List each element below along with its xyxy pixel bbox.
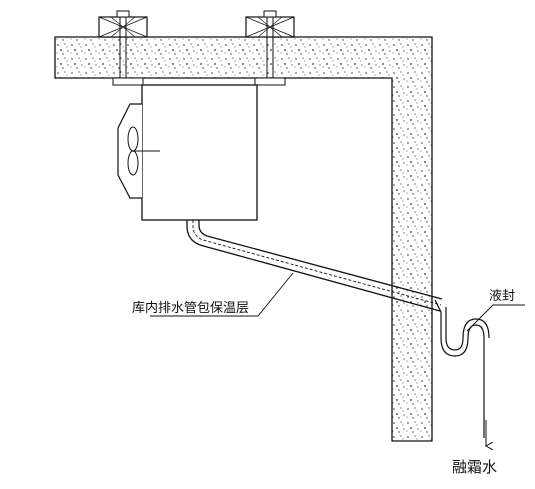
- hanger-bolts: [112, 17, 286, 86]
- evaporator-body: [141, 84, 258, 221]
- concrete-structure: [54, 36, 433, 442]
- drain-trap: [434, 299, 490, 438]
- leader-insulated-pipe: [150, 272, 294, 317]
- fan-guard: [117, 103, 142, 199]
- ceiling-and-wall: [54, 36, 433, 442]
- insulated-drain-pipe: [186, 220, 443, 312]
- mounting-block-left: [98, 10, 148, 38]
- label-liquid-seal: 液封: [489, 289, 515, 304]
- hanger-nut-left: [112, 77, 144, 86]
- fan-icon: [127, 126, 160, 176]
- label-insulated-drain-pipe: 库内排水管包保温层: [132, 300, 249, 316]
- label-defrost-water: 融霜水: [452, 458, 497, 476]
- leader-liquid-seal: [466, 304, 525, 332]
- evaporator-unit: [117, 84, 258, 221]
- mounting-block-right: [245, 10, 295, 38]
- hanger-nut-right: [254, 77, 286, 86]
